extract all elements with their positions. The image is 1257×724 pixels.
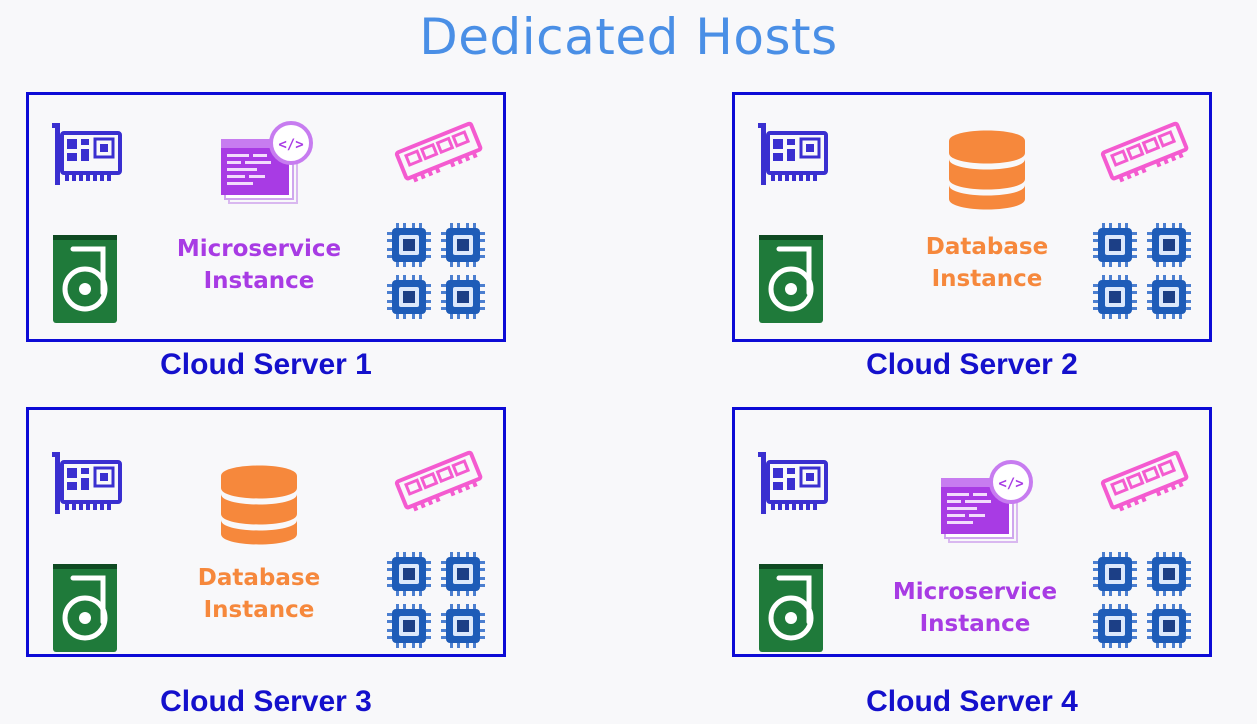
ram-module-icon [394, 450, 483, 512]
cpu-chip-icon [1147, 223, 1191, 267]
server-box: </> Microservice Instance [26, 92, 506, 342]
instance-label-line2: Instance [203, 268, 315, 294]
network-card-icon [52, 123, 122, 185]
cpu-chip-icon [1093, 275, 1137, 319]
instance-label-line1: Database [925, 234, 1049, 260]
ram-module-icon [394, 121, 483, 183]
ram-module-icon [1100, 121, 1189, 183]
instance-label-line1: Microservice [176, 236, 342, 262]
instance-label-line1: Microservice [892, 579, 1058, 605]
ram-module-icon [1100, 450, 1189, 512]
instance-label: Database Instance [159, 562, 359, 626]
hard-disk-icon [759, 564, 823, 652]
instance-label-line1: Database [197, 565, 321, 591]
database-icon [949, 130, 1025, 210]
instance-label-line2: Instance [203, 597, 315, 623]
instance-label-line2: Instance [919, 611, 1031, 637]
network-card-icon [758, 123, 828, 185]
network-card-icon [52, 452, 122, 514]
cpu-chip-icon [1093, 604, 1137, 648]
cpu-chip-icon [387, 604, 431, 648]
code-window-icon: </> [941, 460, 1033, 543]
cpu-chip-icon [1147, 604, 1191, 648]
server-caption: Cloud Server 3 [160, 685, 372, 718]
server-caption: Cloud Server 2 [866, 348, 1078, 381]
cpu-chip-icon [1093, 223, 1137, 267]
server-card: Database Instance [732, 92, 1212, 392]
cpu-chip-icon [1147, 275, 1191, 319]
instance-label: Database Instance [887, 231, 1087, 295]
hard-disk-icon [53, 235, 117, 323]
cpu-chip-icon [441, 275, 485, 319]
cpu-chip-icon [441, 223, 485, 267]
svg-text:</>: </> [998, 476, 1023, 492]
server-card: Database Instance [26, 407, 506, 724]
hard-disk-icon [53, 564, 117, 652]
cpu-chip-icon [1147, 552, 1191, 596]
server-caption: Cloud Server 4 [866, 685, 1078, 718]
instance-label-line2: Instance [931, 266, 1043, 292]
cpu-chip-icon [387, 552, 431, 596]
hard-disk-icon [759, 235, 823, 323]
page-title: Dedicated Hosts [419, 8, 838, 66]
cpu-chip-icon [387, 275, 431, 319]
svg-text:</>: </> [278, 137, 303, 153]
server-box: </> Microservice Instance [732, 407, 1212, 657]
instance-label: Microservice Instance [159, 233, 359, 297]
cpu-chip-icon [441, 552, 485, 596]
network-card-icon [758, 452, 828, 514]
server-box: Database Instance [26, 407, 506, 657]
server-card: </> Microservice Instance [732, 407, 1212, 724]
server-caption: Cloud Server 1 [160, 348, 372, 381]
cpu-chip-icon [1093, 552, 1137, 596]
cpu-chip-icon [441, 604, 485, 648]
cpu-chip-icon [387, 223, 431, 267]
database-icon [221, 465, 297, 545]
code-window-icon: </> [221, 121, 313, 204]
instance-label: Microservice Instance [875, 576, 1075, 640]
server-box: Database Instance [732, 92, 1212, 342]
server-card: </> Microservice Instance [26, 92, 506, 392]
